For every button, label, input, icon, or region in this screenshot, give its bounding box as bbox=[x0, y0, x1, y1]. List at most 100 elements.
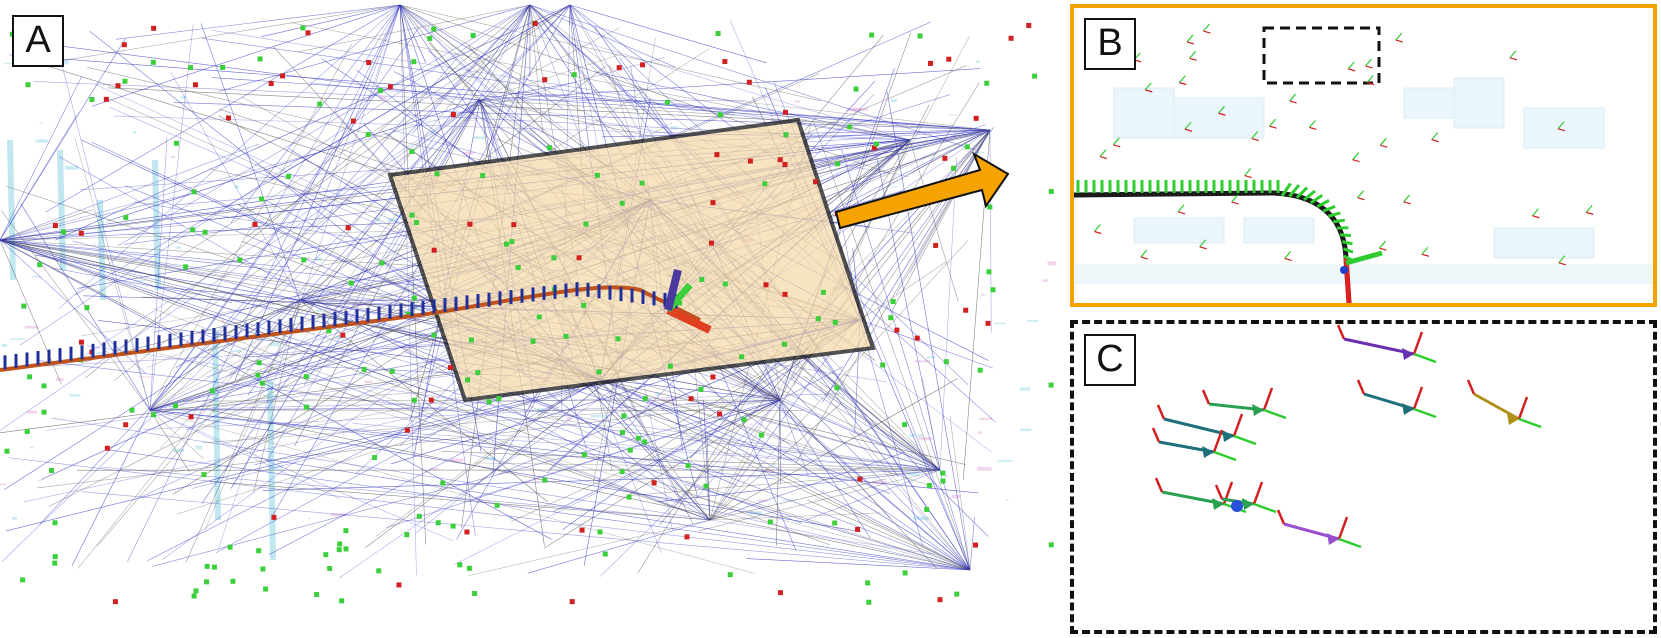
point-cloud-patch bbox=[461, 119, 476, 121]
landmark-axis bbox=[1557, 121, 1565, 130]
landmark-axis-x bbox=[1232, 413, 1244, 437]
point-cloud-patch bbox=[655, 391, 660, 396]
point-cloud-patch bbox=[909, 147, 922, 149]
factor-edge bbox=[91, 4, 401, 107]
factor-edge bbox=[468, 519, 711, 577]
landmark-point bbox=[715, 31, 721, 37]
point-cloud-patch bbox=[175, 246, 182, 249]
landmark-point bbox=[414, 220, 420, 226]
landmark-axis bbox=[1379, 247, 1387, 251]
highlight-region bbox=[387, 117, 876, 403]
factor-edge bbox=[469, 454, 971, 571]
landmark-point bbox=[871, 145, 877, 151]
point-cloud-patch bbox=[316, 309, 322, 313]
landmark-point bbox=[1008, 35, 1014, 41]
landmark-point bbox=[596, 369, 602, 375]
landmark-axis-x bbox=[1517, 396, 1529, 420]
factor-edge bbox=[149, 329, 474, 411]
point-cloud-patch bbox=[814, 498, 818, 501]
landmark-point bbox=[122, 78, 128, 84]
landmark-axis-x bbox=[1156, 404, 1166, 420]
scene-outline bbox=[1453, 77, 1505, 129]
landmark-axis bbox=[1309, 126, 1317, 130]
landmark-point bbox=[866, 599, 872, 605]
landmark-point bbox=[853, 86, 859, 92]
landmark-point bbox=[777, 157, 783, 163]
point-cloud-patch bbox=[670, 126, 679, 130]
factor-edge bbox=[175, 299, 301, 368]
landmark-point bbox=[583, 221, 589, 227]
landmark-point bbox=[714, 152, 720, 158]
landmark-point bbox=[703, 483, 709, 489]
landmark-axis bbox=[1251, 137, 1259, 142]
landmark-point bbox=[964, 144, 970, 150]
landmark-point bbox=[280, 73, 286, 79]
landmark-axis-x bbox=[1466, 379, 1476, 395]
factor-edge bbox=[297, 4, 531, 53]
landmark-axis bbox=[1093, 224, 1101, 232]
landmark-axis bbox=[1557, 128, 1566, 132]
landmark-point bbox=[783, 132, 789, 138]
factor-edge bbox=[45, 4, 401, 213]
landmark-point bbox=[172, 403, 178, 409]
factor-edge bbox=[939, 157, 957, 471]
point-cloud-patch bbox=[12, 516, 18, 520]
scene-outline bbox=[1113, 87, 1175, 139]
landmark-arrowhead bbox=[1402, 403, 1414, 415]
landmark-axis bbox=[1099, 156, 1108, 160]
landmark-point bbox=[917, 33, 923, 39]
pose-tick bbox=[1322, 204, 1336, 213]
point-cloud-patch bbox=[35, 139, 48, 143]
point-cloud-patch bbox=[96, 351, 105, 355]
landmark-point bbox=[209, 388, 215, 394]
landmark-point bbox=[204, 579, 210, 585]
point-cloud-patch bbox=[463, 151, 475, 155]
point-cloud-patch bbox=[410, 287, 414, 289]
landmark-point bbox=[104, 445, 110, 451]
right-arrow-icon bbox=[834, 151, 1010, 230]
factor-edge bbox=[685, 399, 781, 405]
point-cloud-patch bbox=[1005, 499, 1009, 501]
factor-edge bbox=[200, 23, 301, 301]
landmark-point bbox=[447, 365, 453, 371]
factor-edge bbox=[807, 499, 971, 571]
landmark-point bbox=[942, 155, 948, 161]
landmark-point bbox=[727, 572, 733, 578]
landmark-point bbox=[376, 568, 382, 574]
landmark-point bbox=[943, 359, 949, 365]
landmark-axis bbox=[1431, 139, 1439, 143]
factor-edge bbox=[149, 89, 379, 411]
landmark-point bbox=[252, 221, 258, 227]
landmark-point bbox=[427, 35, 433, 41]
landmark-axis-y bbox=[1413, 352, 1437, 364]
point-cloud-streak bbox=[212, 329, 221, 521]
factor-edge bbox=[149, 137, 168, 411]
panel-b-label: B bbox=[1084, 18, 1136, 70]
landmark-point bbox=[616, 65, 622, 71]
landmark-point bbox=[115, 83, 121, 89]
point-cloud-patch bbox=[4, 62, 13, 65]
factor-edge bbox=[202, 399, 781, 444]
landmark-point bbox=[546, 145, 552, 151]
landmark-point bbox=[428, 397, 434, 403]
landmark-point bbox=[626, 494, 632, 500]
landmark-point bbox=[615, 336, 621, 342]
landmark-point bbox=[20, 577, 26, 583]
pose-axis-z bbox=[664, 269, 682, 311]
landmark-point bbox=[204, 563, 210, 569]
landmark-axis bbox=[1189, 57, 1197, 61]
landmark-point bbox=[542, 77, 548, 83]
landmark-point bbox=[49, 467, 55, 473]
factor-edge bbox=[185, 299, 301, 563]
point-cloud-patch bbox=[138, 376, 154, 378]
landmark-axis bbox=[1186, 34, 1194, 43]
landmark-axis-y bbox=[1263, 408, 1287, 420]
landmark-point bbox=[651, 480, 657, 486]
factor-edge bbox=[593, 71, 911, 141]
landmark-point bbox=[832, 319, 838, 325]
point-cloud-patch bbox=[195, 445, 203, 450]
factor-edge bbox=[55, 4, 571, 241]
factor-edge bbox=[261, 4, 401, 37]
landmark-axis bbox=[1203, 30, 1211, 34]
factor-edge bbox=[0, 38, 126, 241]
